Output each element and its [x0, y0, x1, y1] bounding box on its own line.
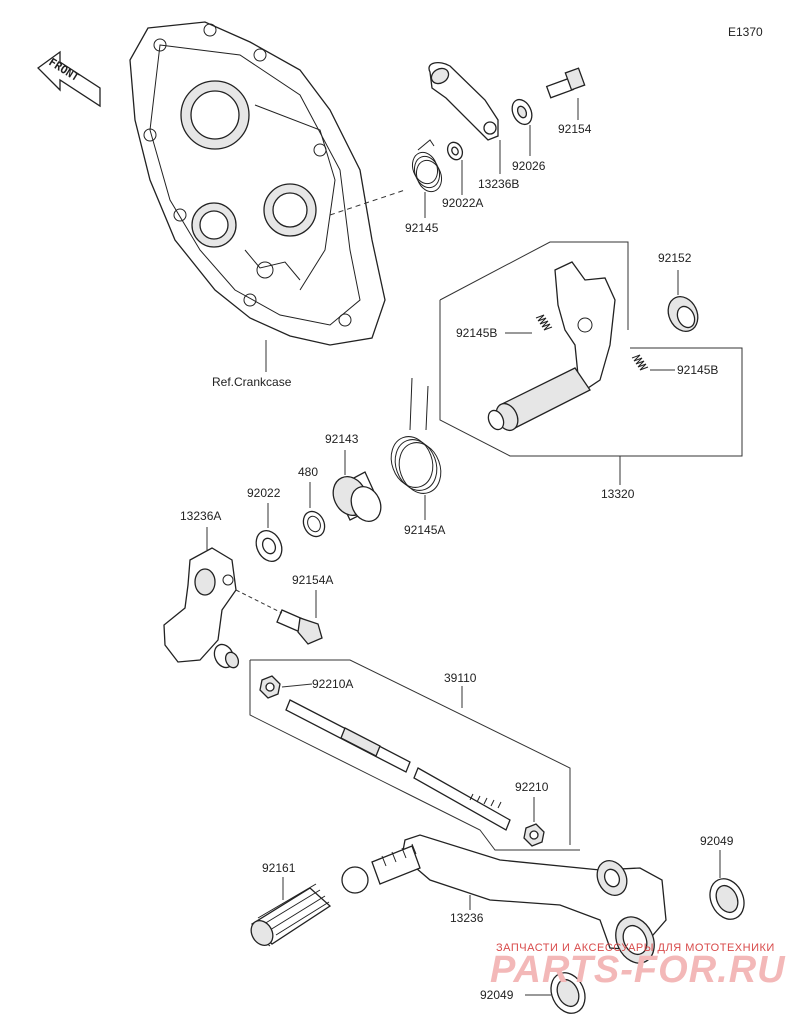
bracket-13320	[439, 241, 629, 330]
spring-92145	[411, 139, 443, 193]
callout-92022: 92022	[247, 486, 281, 500]
spring-92145A	[390, 377, 442, 494]
seal-92049-bottom	[550, 972, 586, 1014]
callout-92154: 92154	[558, 122, 592, 136]
crankcase	[129, 21, 386, 346]
spring-92145B-right	[631, 354, 649, 371]
watermark-tagline: ЗАПЧАСТИ И АКСЕССУАРЫ ДЛЯ МОТОТЕХНИКИ	[496, 942, 775, 954]
callout-92154A: 92154A	[292, 573, 333, 587]
callout-92145B-left: 92145B	[456, 326, 497, 340]
washer-92022A	[446, 141, 464, 161]
callout-92145A: 92145A	[404, 523, 445, 537]
callout-13236A: 13236A	[180, 509, 221, 523]
bracket-39110	[250, 659, 571, 845]
callout-92022A: 92022A	[442, 196, 483, 210]
shift-pedal-13236	[341, 834, 667, 964]
washer-92026	[511, 98, 533, 126]
spring-92145B-left	[535, 314, 553, 331]
washer-92022	[255, 529, 283, 563]
lever-13236B	[428, 61, 499, 141]
lever-13236A	[163, 547, 240, 669]
bolt-92154	[545, 67, 586, 99]
seal-92152	[667, 295, 699, 333]
callout-92152: 92152	[658, 251, 692, 265]
nut-92210	[523, 823, 545, 847]
callout-92143: 92143	[325, 432, 359, 446]
callout-39110: 39110	[444, 671, 477, 685]
nut-92210A	[259, 675, 281, 699]
callout-92145: 92145	[405, 221, 439, 235]
watermark-logo: PARTS-FOR.RU	[490, 949, 786, 991]
callout-92210A: 92210A	[312, 677, 353, 691]
callout-92026: 92026	[512, 159, 546, 173]
callout-13320: 13320	[601, 487, 635, 501]
callout-92210: 92210	[515, 780, 549, 794]
callout-92161: 92161	[262, 861, 296, 875]
collar-92143	[332, 471, 382, 523]
shift-shaft-13320	[487, 261, 616, 432]
bolt-92154A	[276, 609, 323, 645]
callout-92049-top: 92049	[700, 834, 734, 848]
callout-13236: 13236	[450, 911, 484, 925]
callout-480: 480	[298, 465, 318, 479]
callout-92049-bottom: 92049	[480, 988, 514, 1002]
callout-13236B: 13236B	[478, 177, 519, 191]
front-arrow-icon: FRONT	[37, 50, 101, 108]
tie-rod	[285, 699, 511, 831]
seal-92049-top	[709, 878, 745, 920]
reference-label: Ref.Crankcase	[212, 375, 292, 389]
diagram-code: E1370	[728, 25, 763, 39]
circlip-480	[302, 510, 326, 538]
pedal-rubber-92161	[250, 883, 332, 947]
callout-92145B-right: 92145B	[677, 363, 718, 377]
